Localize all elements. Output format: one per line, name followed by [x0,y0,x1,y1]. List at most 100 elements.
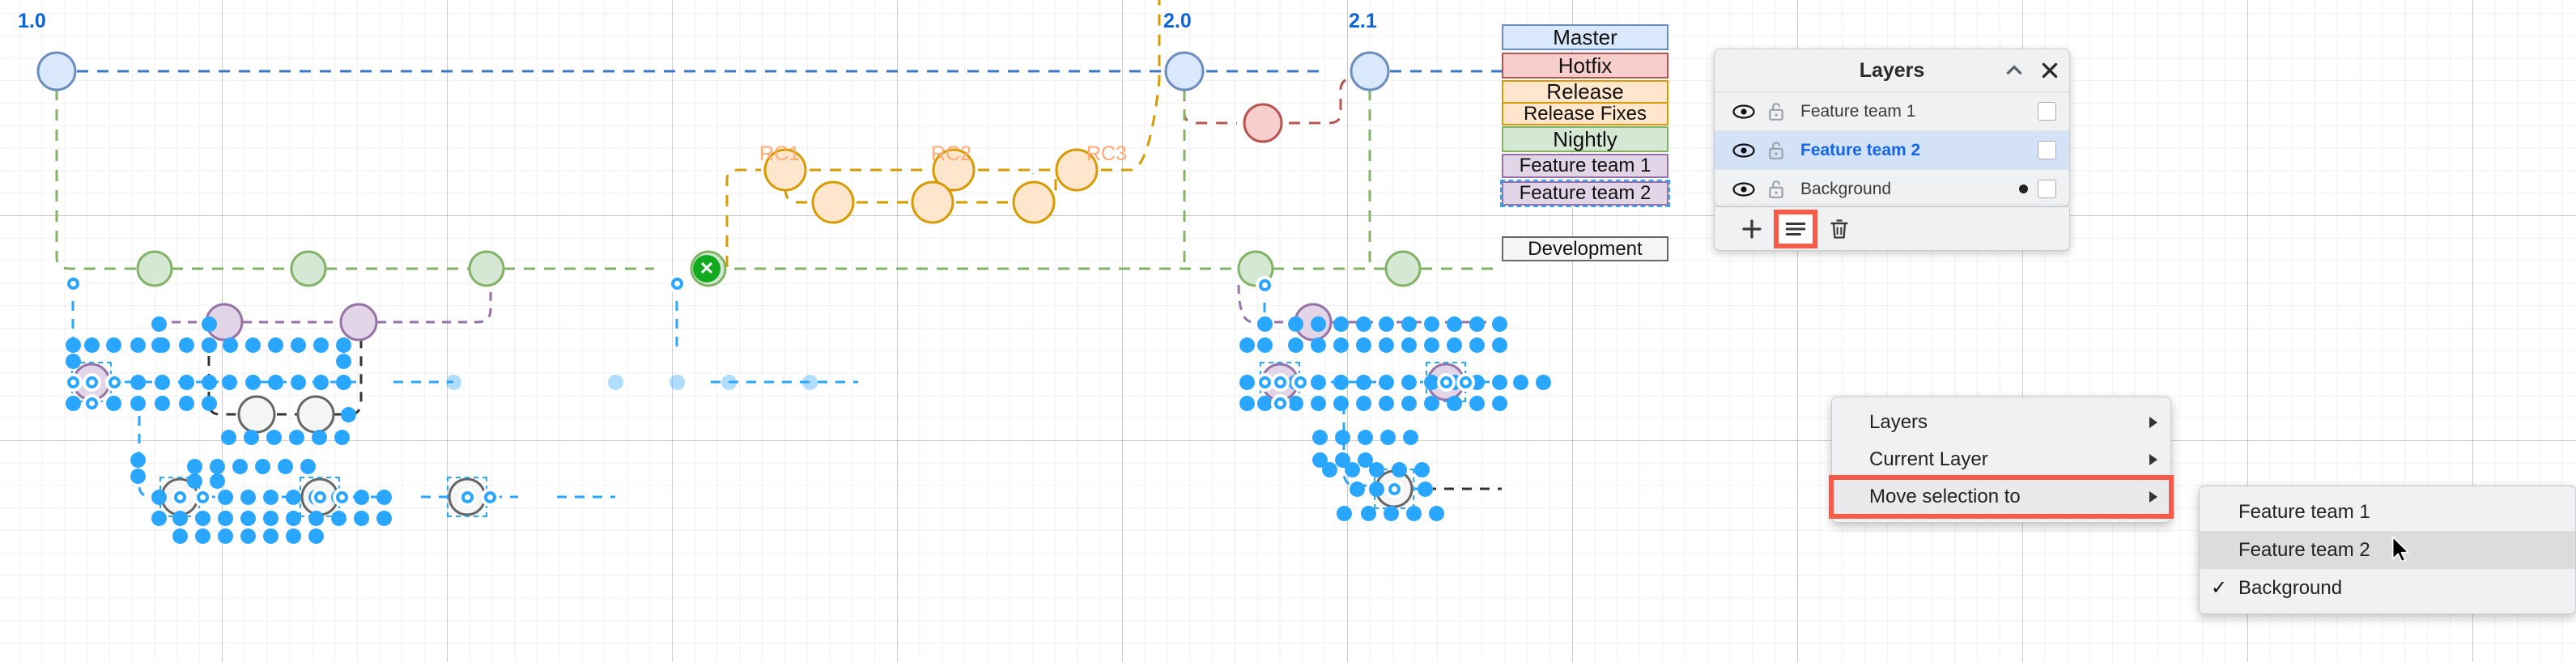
eye-icon[interactable] [1728,104,1760,120]
connection-endpoint[interactable] [1255,275,1274,295]
connection-endpoint[interactable] [63,372,83,392]
resize-handle[interactable] [195,528,210,544]
resize-handle[interactable] [130,337,146,353]
resize-handle[interactable] [151,337,167,353]
eye-icon[interactable] [1728,181,1760,197]
resize-handle[interactable] [202,337,217,353]
resize-handle[interactable] [1311,375,1326,390]
resize-handle[interactable] [130,452,146,468]
resize-handle[interactable] [1401,375,1417,390]
unlock-icon[interactable] [1760,102,1792,121]
resize-handle[interactable] [106,396,121,411]
connection-endpoint[interactable] [332,487,351,507]
resize-handle[interactable] [1288,396,1303,411]
delete-connection-icon[interactable]: ✕ [693,255,721,282]
resize-handle[interactable] [1333,316,1349,332]
layers-context-menu[interactable]: Layers Current Layer Move selection to [1829,397,2174,523]
resize-handle[interactable] [721,375,737,390]
resize-handle[interactable] [1337,506,1352,521]
resize-handle[interactable] [1401,396,1417,411]
resize-handle[interactable] [1356,337,1371,353]
resize-handle[interactable] [240,511,256,526]
resize-handle[interactable] [179,396,194,411]
resize-handle[interactable] [202,396,217,411]
menu-item-move-selection-to[interactable]: Move selection to [1829,475,2174,519]
submenu-item-feature-team-1[interactable]: Feature team 1 [2200,493,2575,531]
resize-handle[interactable] [255,459,270,474]
resize-handle[interactable] [308,511,324,526]
resize-handle[interactable] [210,473,225,489]
submenu-item-feature-team-2[interactable]: Feature team 2 [2200,531,2575,569]
branch-label-nightly[interactable]: Nightly [1502,126,1668,152]
resize-handle[interactable] [1322,462,1337,477]
resize-handle[interactable] [1406,506,1422,521]
resize-handle[interactable] [84,337,100,353]
resize-handle[interactable] [446,375,461,390]
resize-handle[interactable] [1379,375,1394,390]
connection-endpoint[interactable] [457,487,477,507]
resize-handle[interactable] [1257,337,1273,353]
resize-handle[interactable] [187,473,202,489]
resize-handle[interactable] [155,396,170,411]
resize-handle[interactable] [1311,337,1326,353]
resize-handle[interactable] [1345,462,1360,477]
resize-handle[interactable] [1239,337,1255,353]
branch-label-master[interactable]: Master [1502,24,1668,50]
resize-handle[interactable] [268,337,283,353]
resize-handle[interactable] [187,459,202,474]
menu-item-layers[interactable]: Layers [1832,404,2170,441]
resize-handle[interactable] [354,511,369,526]
resize-handle[interactable] [66,354,81,369]
branch-label-release-fixes[interactable]: Release Fixes [1502,102,1668,125]
close-icon[interactable] [2034,49,2066,91]
resize-handle[interactable] [1361,506,1376,521]
resize-handle[interactable] [232,459,248,474]
connection-endpoint[interactable] [1270,372,1290,392]
resize-handle[interactable] [240,490,256,505]
resize-handle[interactable] [1392,462,1407,477]
resize-handle[interactable] [1288,337,1303,353]
connection-endpoint[interactable] [1270,393,1290,413]
resize-handle[interactable] [286,511,301,526]
branch-label-hotfix[interactable]: Hotfix [1502,53,1668,79]
menu-item-current-layer[interactable]: Current Layer [1832,441,2170,478]
resize-handle[interactable] [1424,396,1439,411]
resize-handle[interactable] [244,430,259,445]
resize-handle[interactable] [1401,337,1417,353]
resize-handle[interactable] [1403,430,1418,445]
resize-handle[interactable] [1469,337,1485,353]
resize-handle[interactable] [1424,337,1439,353]
resize-handle[interactable] [300,459,316,474]
resize-handle[interactable] [1356,375,1371,390]
resize-handle[interactable] [1401,316,1417,332]
resize-handle[interactable] [1257,316,1273,332]
resize-handle[interactable] [202,375,217,390]
resize-handle[interactable] [1492,396,1507,411]
resize-handle[interactable] [1358,430,1373,445]
resize-handle[interactable] [1369,482,1384,497]
hamburger-menu-icon[interactable] [1774,209,1817,248]
connection-endpoint[interactable] [193,487,212,507]
resize-handle[interactable] [802,375,818,390]
resize-handle[interactable] [66,337,81,353]
resize-handle[interactable] [1333,375,1349,390]
resize-handle[interactable] [1379,337,1394,353]
resize-handle[interactable] [245,375,261,390]
resize-handle[interactable] [1447,316,1462,332]
resize-handle[interactable] [106,337,121,353]
resize-handle[interactable] [308,528,324,544]
connection-endpoint[interactable] [310,487,329,507]
resize-handle[interactable] [1312,430,1328,445]
resize-handle[interactable] [1350,482,1365,497]
resize-handle[interactable] [1536,375,1551,390]
layer-checkbox[interactable] [2038,180,2056,198]
resize-handle[interactable] [179,337,194,353]
connection-endpoint[interactable] [480,487,499,507]
resize-handle[interactable] [376,511,392,526]
resize-handle[interactable] [1335,430,1350,445]
resize-handle[interactable] [179,375,194,390]
resize-handle[interactable] [263,528,278,544]
resize-handle[interactable] [195,511,210,526]
resize-handle[interactable] [263,490,278,505]
